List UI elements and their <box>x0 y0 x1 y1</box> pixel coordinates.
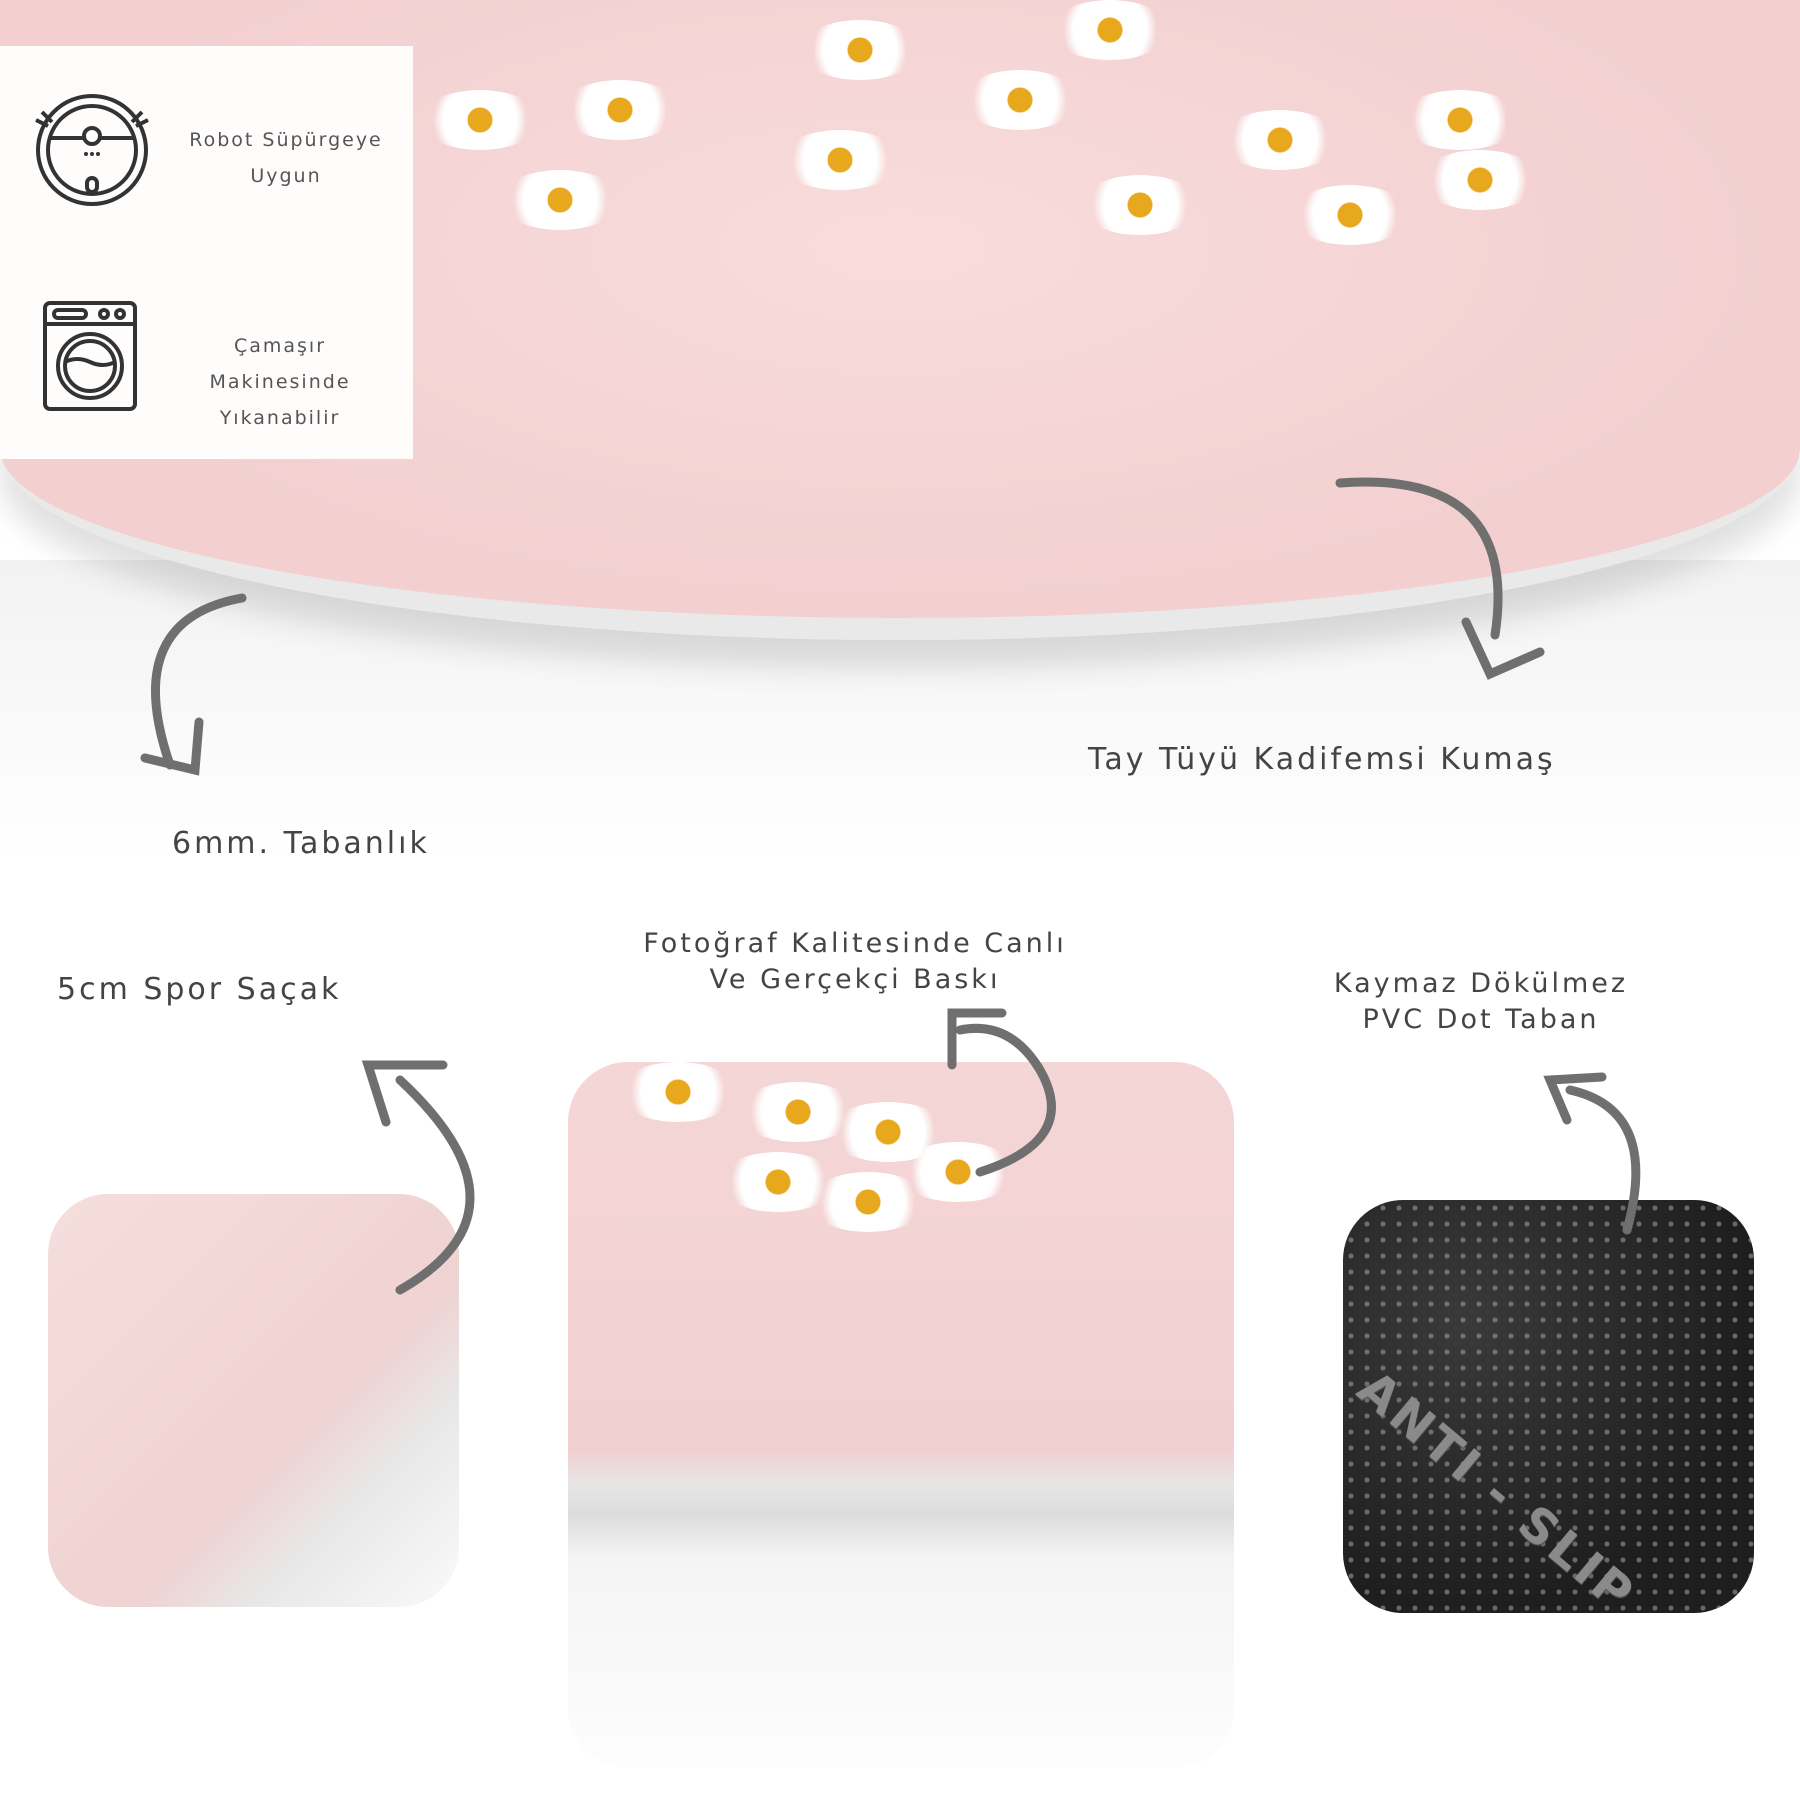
arrow-print-icon <box>955 1023 1056 1177</box>
washing-feature-line2: Yıkanabilir <box>219 407 341 429</box>
print-detail-image <box>568 1062 1234 1768</box>
arrow-backing-icon <box>1565 1085 1641 1235</box>
fringe-label: 5cm Spor Saçak <box>57 972 342 1007</box>
robot-vacuum-feature: Robot Süpürgeye Uygun <box>176 122 396 194</box>
arrow-fringe-icon <box>395 1075 475 1295</box>
robot-feature-line1: Robot Süpürgeye <box>189 129 383 151</box>
anti-slip-backing-image: ANTI - SLIP <box>1343 1200 1754 1613</box>
fringe-detail-image <box>48 1194 459 1607</box>
robot-vacuum-icon <box>35 94 149 206</box>
pvc-dots <box>1343 1200 1754 1613</box>
print-label-line2: Ve Gerçekçi Baskı <box>709 964 1001 995</box>
washing-feature-line1: Çamaşır Makinesinde <box>209 335 351 393</box>
washing-feature: Çamaşır Makinesinde Yıkanabilir <box>160 328 400 436</box>
print-label-line1: Fotoğraf Kalitesinde Canlı <box>643 928 1067 959</box>
robot-feature-line2: Uygun <box>250 165 322 187</box>
fabric-label: Tay Tüyü Kadifemsi Kumaş <box>1088 742 1556 777</box>
washing-machine-icon <box>43 301 137 411</box>
backing-label-line1: Kaymaz Dökülmez <box>1333 968 1629 999</box>
print-label: Fotoğraf Kalitesinde Canlı Ve Gerçekçi B… <box>555 926 1155 998</box>
daisy-pattern <box>0 0 1800 260</box>
backing-label-line2: PVC Dot Taban <box>1362 1004 1600 1035</box>
arrow-fabric-icon <box>1335 477 1503 640</box>
backing-label: Kaymaz Dökülmez PVC Dot Taban <box>1281 966 1681 1038</box>
arrow-base-icon <box>151 593 247 770</box>
features-panel: Robot Süpürgeye Uygun Çamaşır Makinesind… <box>0 46 413 459</box>
base-label: 6mm. Tabanlık <box>172 826 430 861</box>
